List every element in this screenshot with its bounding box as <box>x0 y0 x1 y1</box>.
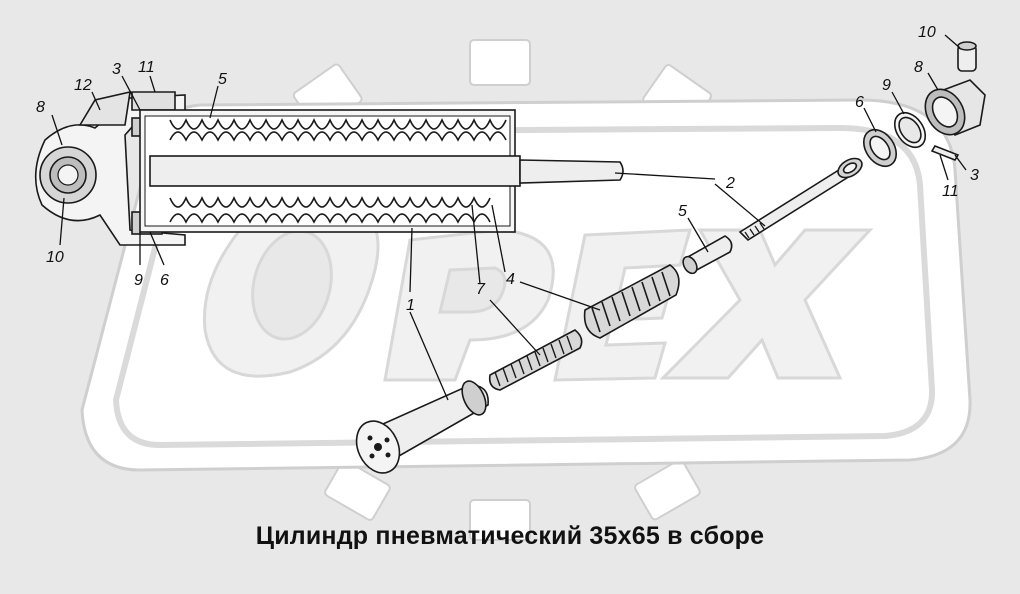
exploded-part-7-spring <box>488 329 583 391</box>
callout-5-exploded: 5 <box>678 203 687 220</box>
callout-6-right: 6 <box>855 94 864 111</box>
leader-lines <box>51 34 967 401</box>
callout-labels: 8 12 3 11 5 10 9 6 7 4 1 2 5 6 9 8 10 11… <box>36 24 979 314</box>
diagram-caption: Цилиндр пневматический 35х65 в сборе <box>255 522 765 550</box>
callout-7-assembly: 7 <box>476 281 486 298</box>
callout-11-right: 11 <box>942 183 959 200</box>
callout-10-left: 10 <box>46 249 64 266</box>
callout-4-assembly: 4 <box>506 271 515 288</box>
callout-10-right: 10 <box>918 24 936 41</box>
callout-3-right: 3 <box>970 167 979 184</box>
assembled-cylinder <box>34 90 624 246</box>
exploded-part-6-ring <box>862 128 898 168</box>
callout-12: 12 <box>74 77 92 94</box>
callout-6-left: 6 <box>160 272 169 289</box>
callout-5-assembly: 5 <box>218 71 227 88</box>
callout-8-right: 8 <box>914 59 923 76</box>
exploded-part-1-cylinder <box>355 380 489 474</box>
callout-3-left: 3 <box>112 61 121 78</box>
exploded-part-11-pin <box>930 145 960 161</box>
exploded-part-9-washer <box>893 111 927 149</box>
exploded-part-4-spring <box>583 264 680 339</box>
callout-11-left: 11 <box>138 59 155 76</box>
callout-2: 2 <box>725 175 735 192</box>
callout-9-left: 9 <box>134 272 143 289</box>
exploded-part-8-head <box>924 79 986 136</box>
exploded-part-10-bushing <box>957 41 977 72</box>
callout-1-top: 1 <box>406 297 415 314</box>
callout-9-right: 9 <box>882 77 891 94</box>
callout-8-left: 8 <box>36 99 45 116</box>
exploded-part-5-sleeve <box>682 235 733 275</box>
exploded-part-2-rod <box>738 157 863 242</box>
